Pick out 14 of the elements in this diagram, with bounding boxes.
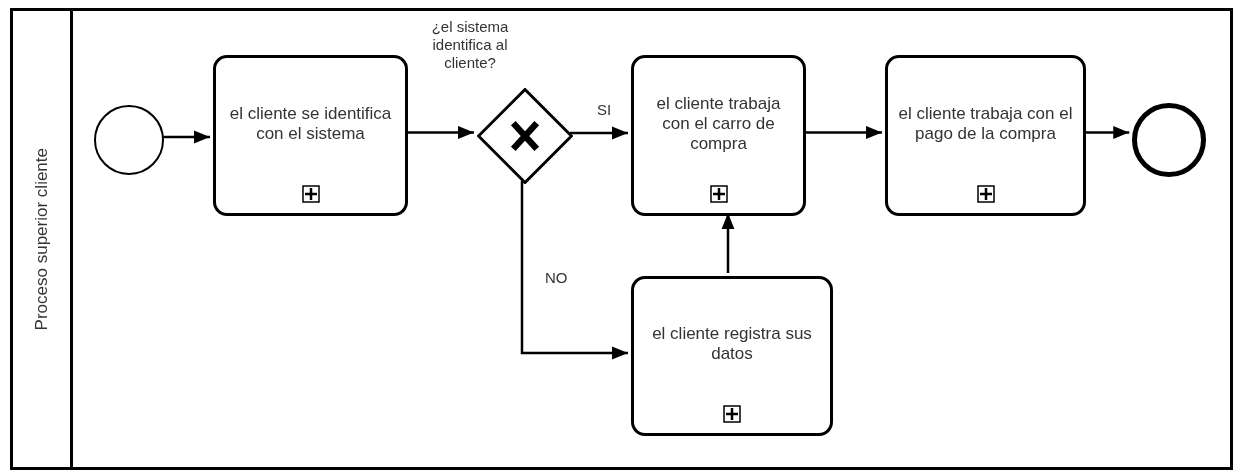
subprocess-box xyxy=(631,276,833,436)
sequence-flow-arrow xyxy=(520,181,628,360)
pool xyxy=(10,8,1233,470)
subprocess-box xyxy=(213,55,408,216)
task-text: el cliente se identifica con el sistema xyxy=(228,103,393,144)
task-text: el cliente registra sus datos xyxy=(651,324,813,364)
subprocess-box xyxy=(885,55,1086,216)
task-text: el cliente trabaja con el carro de compra xyxy=(655,93,782,154)
task-text: el cliente trabaja con el pago de la compra xyxy=(898,103,1073,144)
gateway-label: ¿el sistema identifica al cliente? xyxy=(430,18,510,72)
subprocess-box xyxy=(631,55,806,216)
gateway-diamond xyxy=(477,88,573,184)
sequence-flow-arrow xyxy=(570,126,628,140)
pool-label: Proceso superior cliente xyxy=(31,147,52,331)
